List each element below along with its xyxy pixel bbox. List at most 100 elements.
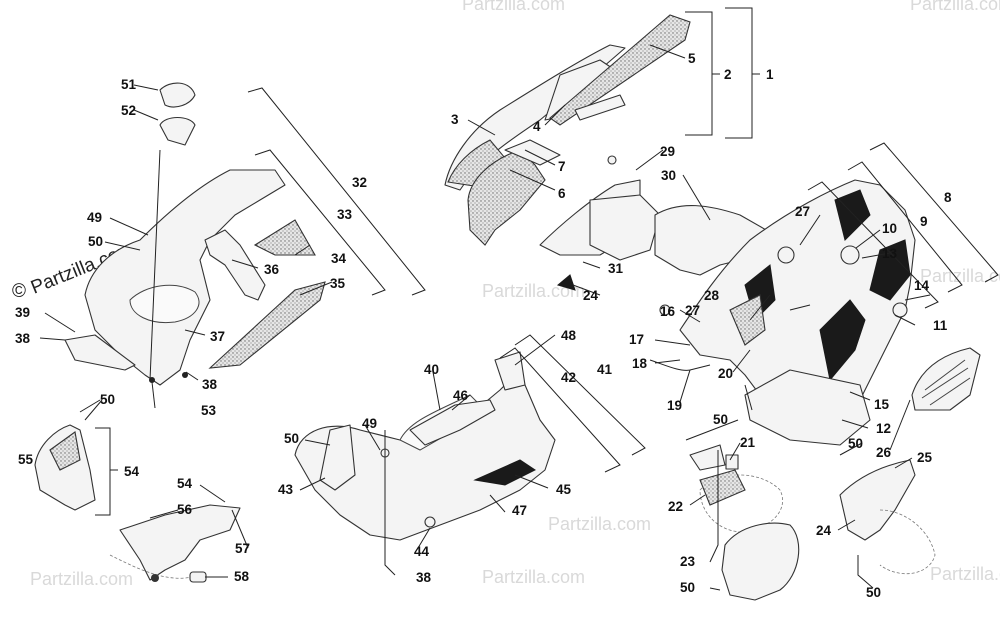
callout-5: 5 — [688, 51, 696, 66]
gauge-bezel — [159, 82, 196, 108]
callout-56: 56 — [177, 502, 193, 517]
lower-right-assembly — [689, 444, 936, 601]
callout-46: 46 — [453, 388, 469, 403]
side-panel-decal — [819, 299, 866, 382]
watermark-text: Partzilla.com — [920, 266, 1000, 286]
clip-21 — [725, 454, 739, 470]
callout-53: 53 — [201, 403, 217, 418]
hood-decal-long — [208, 281, 326, 369]
grommet — [151, 574, 159, 582]
callout-13: 13 — [882, 246, 898, 261]
clip-24 — [556, 274, 576, 291]
callout-43: 43 — [278, 482, 294, 497]
callout-50b: 50 — [100, 392, 115, 407]
cable-18 — [649, 359, 711, 371]
belly-pan-assembly — [294, 351, 556, 541]
callout-38b: 38 — [15, 331, 31, 346]
callout-24b: 24 — [816, 523, 832, 538]
callout-50e: 50 — [848, 436, 863, 451]
callout-33: 33 — [337, 207, 353, 222]
callout-2: 2 — [724, 67, 732, 82]
hood-shell — [84, 169, 286, 386]
side-panel-lower — [744, 369, 871, 446]
callout-57: 57 — [235, 541, 250, 556]
watermark-copyright: © — [12, 281, 26, 302]
callout-7: 7 — [558, 159, 566, 174]
callout-42: 42 — [561, 370, 576, 385]
windshield-bracket — [574, 94, 626, 121]
heat-shield-22 — [699, 469, 746, 506]
side-vent-grille-right — [911, 347, 981, 411]
windshield-side-panel — [467, 149, 546, 246]
callout-51: 51 — [121, 77, 137, 92]
callout-28: 28 — [704, 288, 720, 303]
bracket-22 — [689, 444, 726, 471]
callout-18: 18 — [632, 356, 648, 371]
belly-pan-handle — [409, 399, 496, 446]
callout-9: 9 — [920, 214, 928, 229]
panel-latch — [777, 246, 795, 264]
callout-23: 23 — [680, 554, 696, 569]
callout-50a: 50 — [88, 234, 103, 249]
hood-front-trim — [64, 334, 136, 371]
callout-40: 40 — [424, 362, 439, 377]
callout-58: 58 — [234, 569, 250, 584]
callout-4: 4 — [533, 119, 541, 134]
watermark-text: Partzilla.com — [482, 281, 585, 301]
group-brackets — [95, 7, 999, 516]
watermark-text: Partzilla.com — [482, 567, 585, 587]
panel-latch — [840, 245, 860, 265]
callout-3: 3 — [451, 112, 459, 127]
callout-12: 12 — [876, 421, 891, 436]
callout-38c: 38 — [416, 570, 432, 585]
hood-brace — [204, 229, 266, 301]
windshield-top-strip — [549, 14, 691, 126]
watermark-text: Partzilla.com — [548, 514, 651, 534]
right-side-assembly — [539, 155, 981, 446]
mount-outline — [879, 509, 936, 574]
windshield-assembly — [444, 14, 691, 246]
callout-39: 39 — [15, 305, 30, 320]
clip — [189, 571, 207, 583]
callout-17: 17 — [629, 332, 644, 347]
callout-34: 34 — [331, 251, 347, 266]
callout-47: 47 — [512, 503, 527, 518]
callout-50c: 50 — [284, 431, 299, 446]
fastener-29 — [607, 155, 617, 165]
hood-fastener — [182, 372, 188, 378]
callout-26: 26 — [876, 445, 892, 460]
callout-14: 14 — [914, 278, 930, 293]
belly-pan-rear-bracket — [494, 351, 526, 391]
callout-8: 8 — [944, 190, 952, 205]
callout-30: 30 — [661, 168, 676, 183]
callout-36: 36 — [264, 262, 280, 277]
callout-52: 52 — [121, 103, 136, 118]
vent-slats — [921, 359, 971, 406]
side-trim-24 — [839, 459, 916, 541]
callout-54b: 54 — [177, 476, 193, 491]
callout-6: 6 — [558, 186, 566, 201]
callout-27a: 27 — [795, 204, 810, 219]
belly-pan-side-bracket — [319, 424, 356, 491]
callout-50f: 50 — [680, 580, 695, 595]
windshield-clip — [504, 139, 561, 166]
heat-shield-23 — [721, 522, 800, 601]
callout-22: 22 — [668, 499, 683, 514]
cover-bracket — [589, 194, 661, 261]
callout-27b: 27 — [685, 303, 700, 318]
callout-54a: 54 — [124, 464, 140, 479]
callout-48: 48 — [561, 328, 577, 343]
callout-31: 31 — [608, 261, 624, 276]
callout-38a: 38 — [202, 377, 218, 392]
hood-decal-small — [253, 219, 316, 256]
callout-41: 41 — [597, 362, 613, 377]
callout-10: 10 — [882, 221, 897, 236]
side-panel-mesh — [729, 294, 766, 346]
callout-50g: 50 — [866, 585, 881, 600]
callout-1: 1 — [766, 67, 774, 82]
lower-side-panel — [119, 504, 241, 581]
fastener — [424, 516, 436, 528]
callout-44: 44 — [414, 544, 430, 559]
callout-16: 16 — [660, 304, 676, 319]
callout-11: 11 — [933, 318, 948, 333]
